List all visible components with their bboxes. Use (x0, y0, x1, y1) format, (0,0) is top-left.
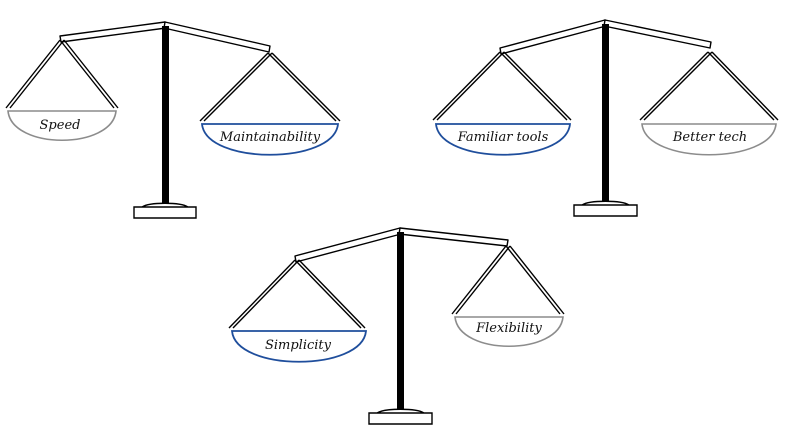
scale-3-left-pan (231, 330, 367, 363)
scale-1-base (133, 202, 197, 219)
balance-scale-2: Familiar tools Better tech (432, 19, 779, 217)
scale-1-left-hanger (5, 39, 119, 109)
scale-2-left-label: Familiar tools (457, 130, 549, 145)
scale-2-right-label: Better tech (672, 130, 747, 145)
scale-1-pillar (162, 26, 169, 206)
scale-2-right-hanger (639, 51, 779, 121)
scale-1-right-hanger (199, 52, 341, 122)
scale-1-right-pan (201, 123, 339, 156)
scale-1-left-pan (7, 110, 117, 142)
scale-1-right-label: Maintainability (219, 130, 321, 145)
scale-3-base (368, 408, 433, 425)
scale-2-base (573, 200, 638, 217)
scale-3-left-hanger (228, 259, 366, 329)
scale-3-right-pan (454, 316, 564, 348)
scale-1-left-label: Speed (40, 118, 81, 133)
scale-2-left-pan (435, 123, 571, 156)
scale-3-pillar (397, 232, 404, 412)
balance-scale-3: Simplicity Flexibility (228, 227, 565, 425)
scale-2-pillar (602, 24, 609, 204)
scale-3-right-hanger (451, 245, 565, 315)
scale-2-left-hanger (432, 51, 572, 121)
scale-3-left-label: Simplicity (265, 338, 332, 353)
balance-scale-1: Speed Maintainability (5, 21, 341, 219)
scale-3-right-label: Flexibility (475, 321, 542, 336)
scale-2-right-pan (641, 123, 777, 156)
